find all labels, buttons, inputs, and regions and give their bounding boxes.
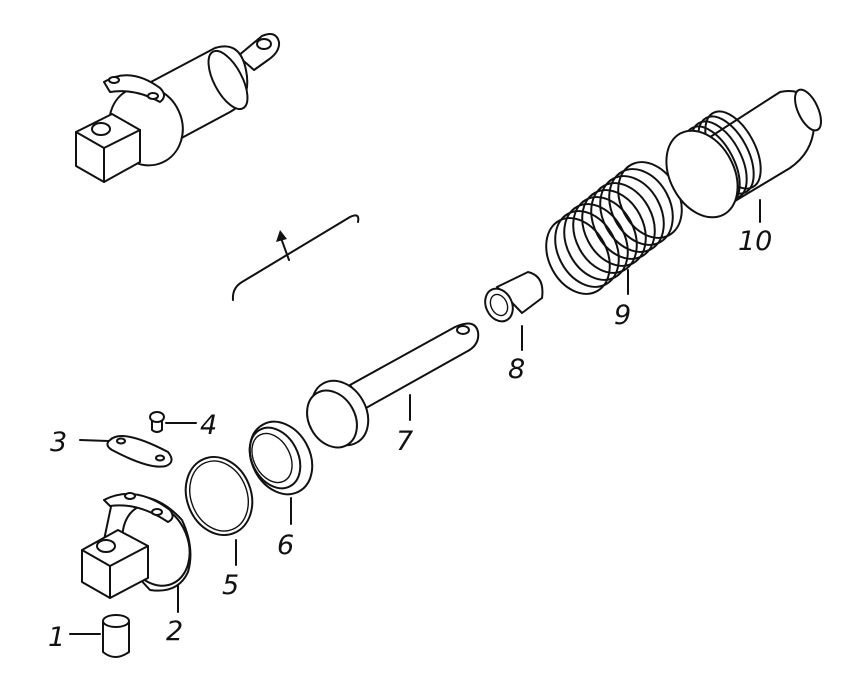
part-8-bushing: 8	[484, 271, 544, 385]
part-3-clip-plate: 3	[50, 427, 173, 468]
callout-7: 7	[396, 426, 413, 457]
part-6-seal: 6	[248, 420, 314, 561]
direction-arrow-bracket	[231, 214, 360, 301]
callout-1: 1	[48, 622, 65, 653]
part-2-housing: 2	[81, 492, 192, 647]
callout-2: 2	[166, 616, 183, 647]
callout-8: 8	[508, 354, 525, 385]
part-7-piston-rod: 7	[306, 322, 480, 457]
part-1-pin: 1	[48, 614, 130, 658]
callout-3: 3	[50, 427, 67, 458]
callout-9: 9	[614, 300, 631, 331]
callout-10: 10	[738, 226, 772, 257]
assembled-unit	[75, 33, 281, 183]
callout-6: 6	[277, 530, 294, 561]
part-5-o-ring: 5	[184, 456, 254, 601]
callout-5: 5	[222, 570, 239, 601]
part-4-rivet: 4	[149, 410, 217, 441]
part-10-cylinder: 10	[665, 88, 822, 257]
callout-4: 4	[200, 410, 217, 441]
